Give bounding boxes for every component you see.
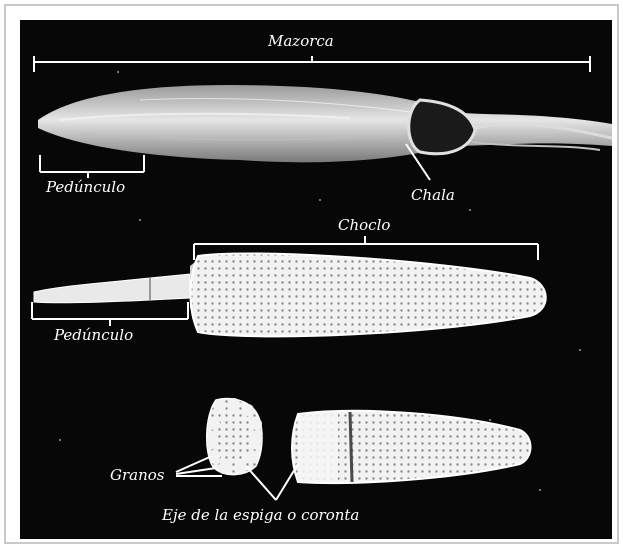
pedunculo-mid-label: Pedúnculo — [53, 326, 133, 344]
diagram-panel: Mazorca Pedúnculo Chala Choclo Pedú — [20, 20, 612, 539]
choclo-label: Choclo — [338, 216, 390, 234]
granos-label: Granos — [110, 466, 165, 484]
eje-label: Eje de la espiga o coronta — [161, 506, 359, 524]
coronta-cob — [292, 411, 531, 483]
husked-ear — [38, 85, 612, 162]
corn-anatomy-diagram: Mazorca Pedúnculo Chala Choclo Pedú — [20, 20, 612, 539]
chala-label: Chala — [411, 186, 455, 204]
pedunculo-top-label: Pedúnculo — [45, 178, 125, 196]
pedunculo-top-bracket — [40, 155, 144, 178]
grain-cluster — [206, 398, 262, 475]
pedunculo-mid-bracket — [32, 302, 188, 326]
mazorca-label: Mazorca — [267, 32, 334, 50]
eje-pointers — [246, 464, 298, 500]
mazorca-bracket — [34, 56, 590, 72]
